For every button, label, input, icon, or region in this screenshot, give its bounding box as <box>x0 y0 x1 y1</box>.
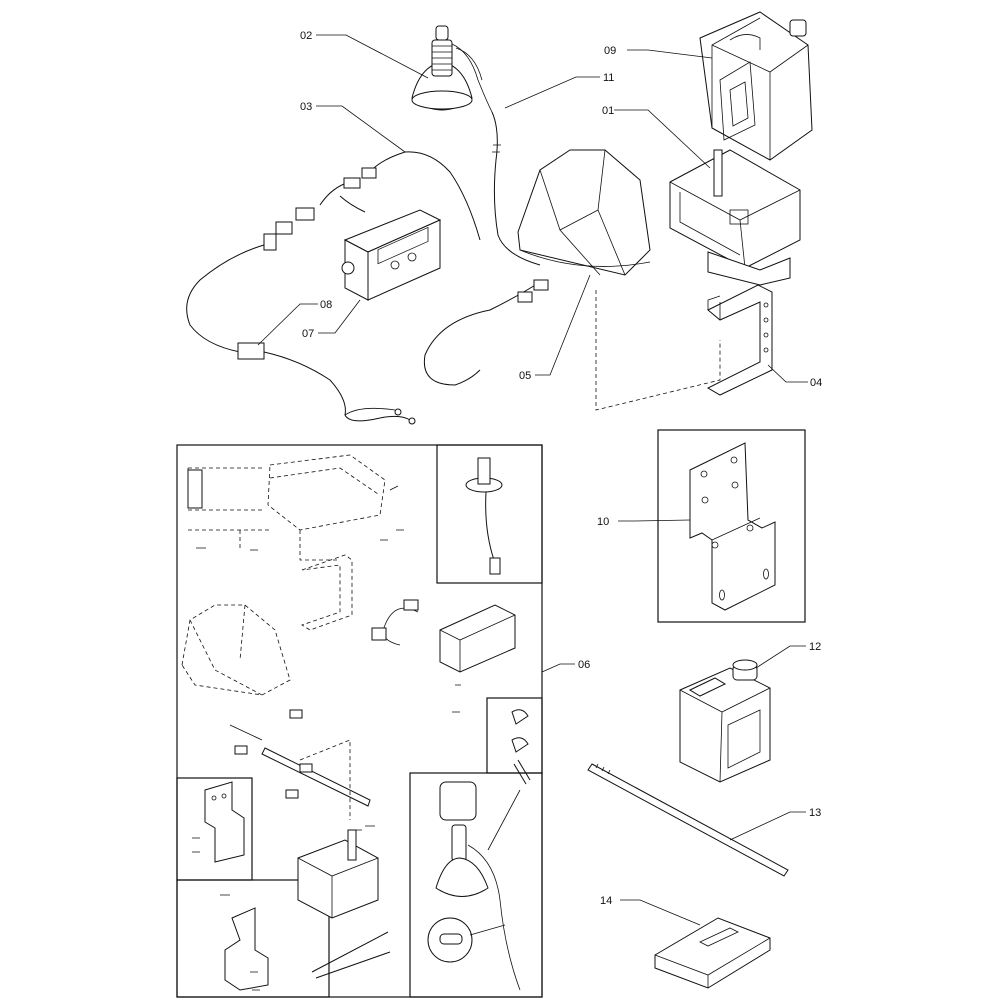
callout-05: 05 <box>519 370 531 382</box>
part-10-frame <box>657 429 806 623</box>
part-beacon-lamp <box>411 25 493 113</box>
part-bracket <box>706 284 773 396</box>
part-cover <box>517 149 651 276</box>
part-control-box <box>341 209 442 301</box>
kit-inset-lamp <box>436 444 543 584</box>
kit-inset-hardware <box>486 697 543 774</box>
callout-09: 09 <box>604 45 616 57</box>
kit-clamp-bracket <box>297 829 379 919</box>
callout-07: 07 <box>302 328 314 340</box>
callout-02: 02 <box>300 30 312 42</box>
kit-lamp-inset <box>465 457 503 575</box>
part-lamp-cable <box>491 111 541 266</box>
callout-03: 03 <box>300 101 312 113</box>
kit-cover-dashed <box>181 604 291 696</box>
part-rod <box>587 763 789 877</box>
part-can-holder <box>669 149 801 286</box>
part-fuel-can <box>699 11 813 161</box>
kit-inset-beacon <box>409 772 543 998</box>
part-oil-container <box>679 659 771 783</box>
callout-06: 06 <box>578 659 590 671</box>
assembly-line-top <box>595 290 721 411</box>
kit-control-box <box>371 599 516 713</box>
kit-cable-ties <box>311 931 391 979</box>
part-wiring-harness <box>186 151 481 425</box>
kit-hardware-inset <box>511 709 531 785</box>
leader-lines <box>257 34 808 926</box>
part-mount-plate <box>689 442 776 611</box>
callout-12: 12 <box>809 641 821 653</box>
callout-13: 13 <box>809 807 821 819</box>
kit-bracket-dashed <box>301 554 353 631</box>
kit-mount-rod <box>229 709 375 831</box>
kit-large-bracket <box>220 894 269 991</box>
kit-holder-dashed <box>187 454 404 561</box>
callout-04: 04 <box>810 377 822 389</box>
part-manual <box>654 917 771 989</box>
callout-14: 14 <box>600 895 612 907</box>
kit-small-bracket <box>192 781 245 863</box>
part-sensor-cable <box>423 281 541 386</box>
callout-11: 11 <box>603 72 614 84</box>
callout-08: 08 <box>320 299 332 311</box>
callout-10: 10 <box>597 516 609 528</box>
callout-01: 01 <box>602 105 614 117</box>
kit-beacon-inset <box>427 781 521 991</box>
kit-inset-bracket-large <box>176 879 330 998</box>
